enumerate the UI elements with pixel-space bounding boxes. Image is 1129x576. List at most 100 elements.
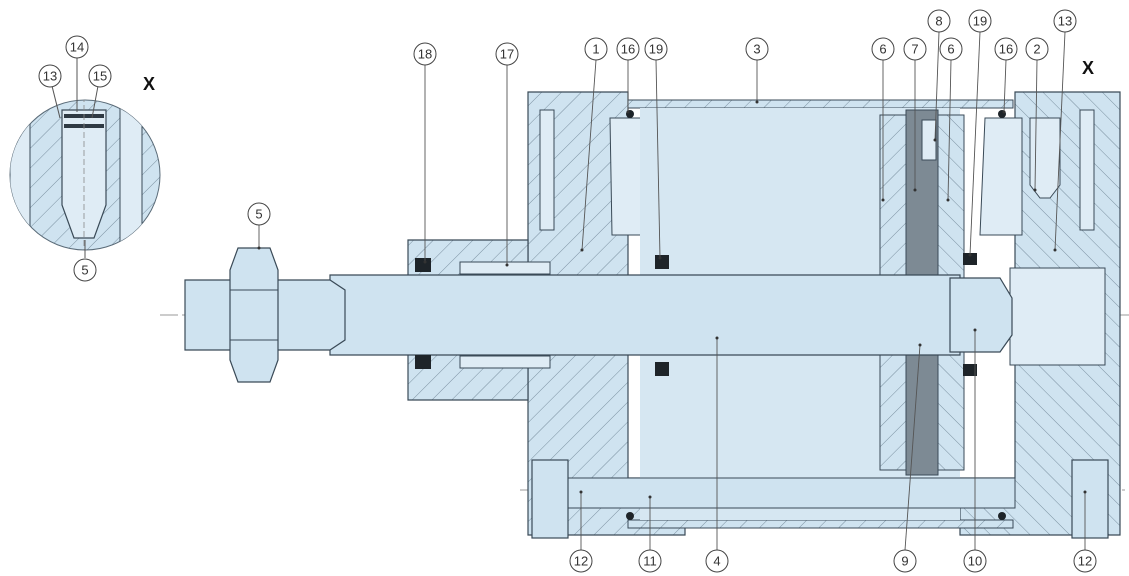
callout-leader-8 (934, 31, 940, 141)
callout-17-label: 17 (500, 47, 514, 62)
callout-5: 5 (247, 202, 271, 226)
callout-anchor-13 (1053, 248, 1057, 252)
detail-callout-14: 14 (65, 35, 89, 59)
callout-19-circle (968, 9, 992, 33)
callout-16-circle (994, 37, 1018, 61)
detail-callout-5-label: 5 (81, 263, 88, 278)
rod-wiper-seal-bottom (415, 355, 431, 369)
main-marker-x: X (1082, 58, 1094, 78)
callout-leader-19 (969, 31, 981, 256)
callout-leader-19 (655, 59, 661, 259)
callout-anchor-12 (1083, 490, 1087, 494)
detail-x-inset: X (9, 58, 161, 258)
tie-rod-nut-rear (1071, 459, 1109, 539)
callout-12-label: 12 (1078, 554, 1092, 569)
callout-12-circle (569, 549, 593, 573)
detail-callout-14-label: 14 (70, 40, 84, 55)
callout-anchor-5 (257, 246, 261, 250)
callout-anchor-18 (423, 260, 427, 264)
callout-6: 6 (939, 37, 963, 61)
callout-anchor-8 (933, 138, 937, 142)
callout-1-circle (584, 37, 608, 61)
rear-cap-slot (1079, 109, 1095, 231)
rod-nut (229, 247, 279, 383)
callout-9-circle (893, 549, 917, 573)
callout-8-label: 8 (935, 14, 942, 29)
callout-19: 19 (644, 37, 668, 61)
callout-leader-1 (581, 59, 597, 251)
callout-leader-13 (1054, 31, 1066, 251)
callout-3: 3 (745, 37, 769, 61)
callout-8-circle (927, 9, 951, 33)
cushion-seal-front-bottom (655, 362, 669, 376)
callout-6-circle (939, 37, 963, 61)
callout-7-label: 7 (911, 42, 918, 57)
callout-17: 17 (495, 42, 519, 66)
piston-nut (949, 277, 1013, 353)
callout-11-circle (638, 549, 662, 573)
detail-callout-13-label: 13 (43, 69, 57, 84)
detail-callout-15-circle (88, 64, 112, 88)
callout-1-label: 1 (592, 42, 599, 57)
tube-seal-rear-bottom (998, 512, 1006, 520)
callout-12: 12 (1073, 549, 1097, 573)
callout-anchor-19 (658, 256, 662, 260)
barrel-top-wall (627, 99, 1014, 109)
callout-19: 19 (968, 9, 992, 33)
callout-leader-6 (947, 59, 952, 201)
callout-13-label: 13 (1058, 14, 1072, 29)
callout-2-label: 2 (1033, 42, 1040, 57)
detail-callout-13-circle (38, 64, 62, 88)
detail-callout-15: 15 (88, 64, 112, 88)
detail-callout-5: 5 (73, 258, 97, 282)
callout-12: 12 (569, 549, 593, 573)
detail-callout-13: 13 (38, 64, 62, 88)
callout-7-circle (903, 37, 927, 61)
callout-6-label: 6 (879, 42, 886, 57)
callout-anchor-4 (715, 336, 719, 340)
callout-6-label: 6 (947, 42, 954, 57)
callout-anchor-11 (648, 495, 652, 499)
callout-anchor-9 (918, 343, 922, 347)
callout-anchor-6 (881, 198, 885, 202)
callout-7: 7 (903, 37, 927, 61)
rear-cap-bore (1009, 267, 1106, 366)
cushion-seal-front (655, 255, 669, 269)
callout-anchor-16 (626, 110, 630, 114)
callout-16-circle (616, 37, 640, 61)
cushion-screw (1029, 117, 1061, 199)
detail-marker-x: X (143, 74, 155, 94)
callout-6: 6 (871, 37, 895, 61)
front-cap-slot (539, 109, 555, 231)
callout-anchor-17 (505, 263, 509, 267)
callout-3-label: 3 (753, 42, 760, 57)
callout-anchor-16 (1002, 110, 1006, 114)
rod-bushing (459, 261, 551, 275)
callout-10-label: 10 (968, 554, 982, 569)
callout-3-circle (745, 37, 769, 61)
detail-callout-bubbles: 14 13 15 5 (38, 35, 112, 282)
callout-12-circle (1073, 549, 1097, 573)
callout-11-label: 11 (643, 554, 657, 569)
rear-cap-pocket (979, 117, 1023, 236)
callout-16: 16 (994, 37, 1018, 61)
cushion-seal-rear (963, 253, 977, 265)
tie-rod (564, 477, 1016, 509)
callout-9-label: 9 (901, 554, 908, 569)
callout-2-circle (1025, 37, 1049, 61)
callout-5-label: 5 (255, 207, 262, 222)
callout-13: 13 (1053, 9, 1077, 33)
callout-10: 10 (963, 549, 987, 573)
callout-10-circle (963, 549, 987, 573)
detail-callout-14-circle (65, 35, 89, 59)
callout-6-circle (871, 37, 895, 61)
callout-8: 8 (927, 9, 951, 33)
barrel-bottom-wall (627, 519, 1014, 529)
detail-callout-15-label: 15 (93, 69, 107, 84)
callout-18-label: 18 (418, 47, 432, 62)
callout-2: 2 (1025, 37, 1049, 61)
callout-anchor-12 (579, 490, 583, 494)
callout-4: 4 (705, 549, 729, 573)
